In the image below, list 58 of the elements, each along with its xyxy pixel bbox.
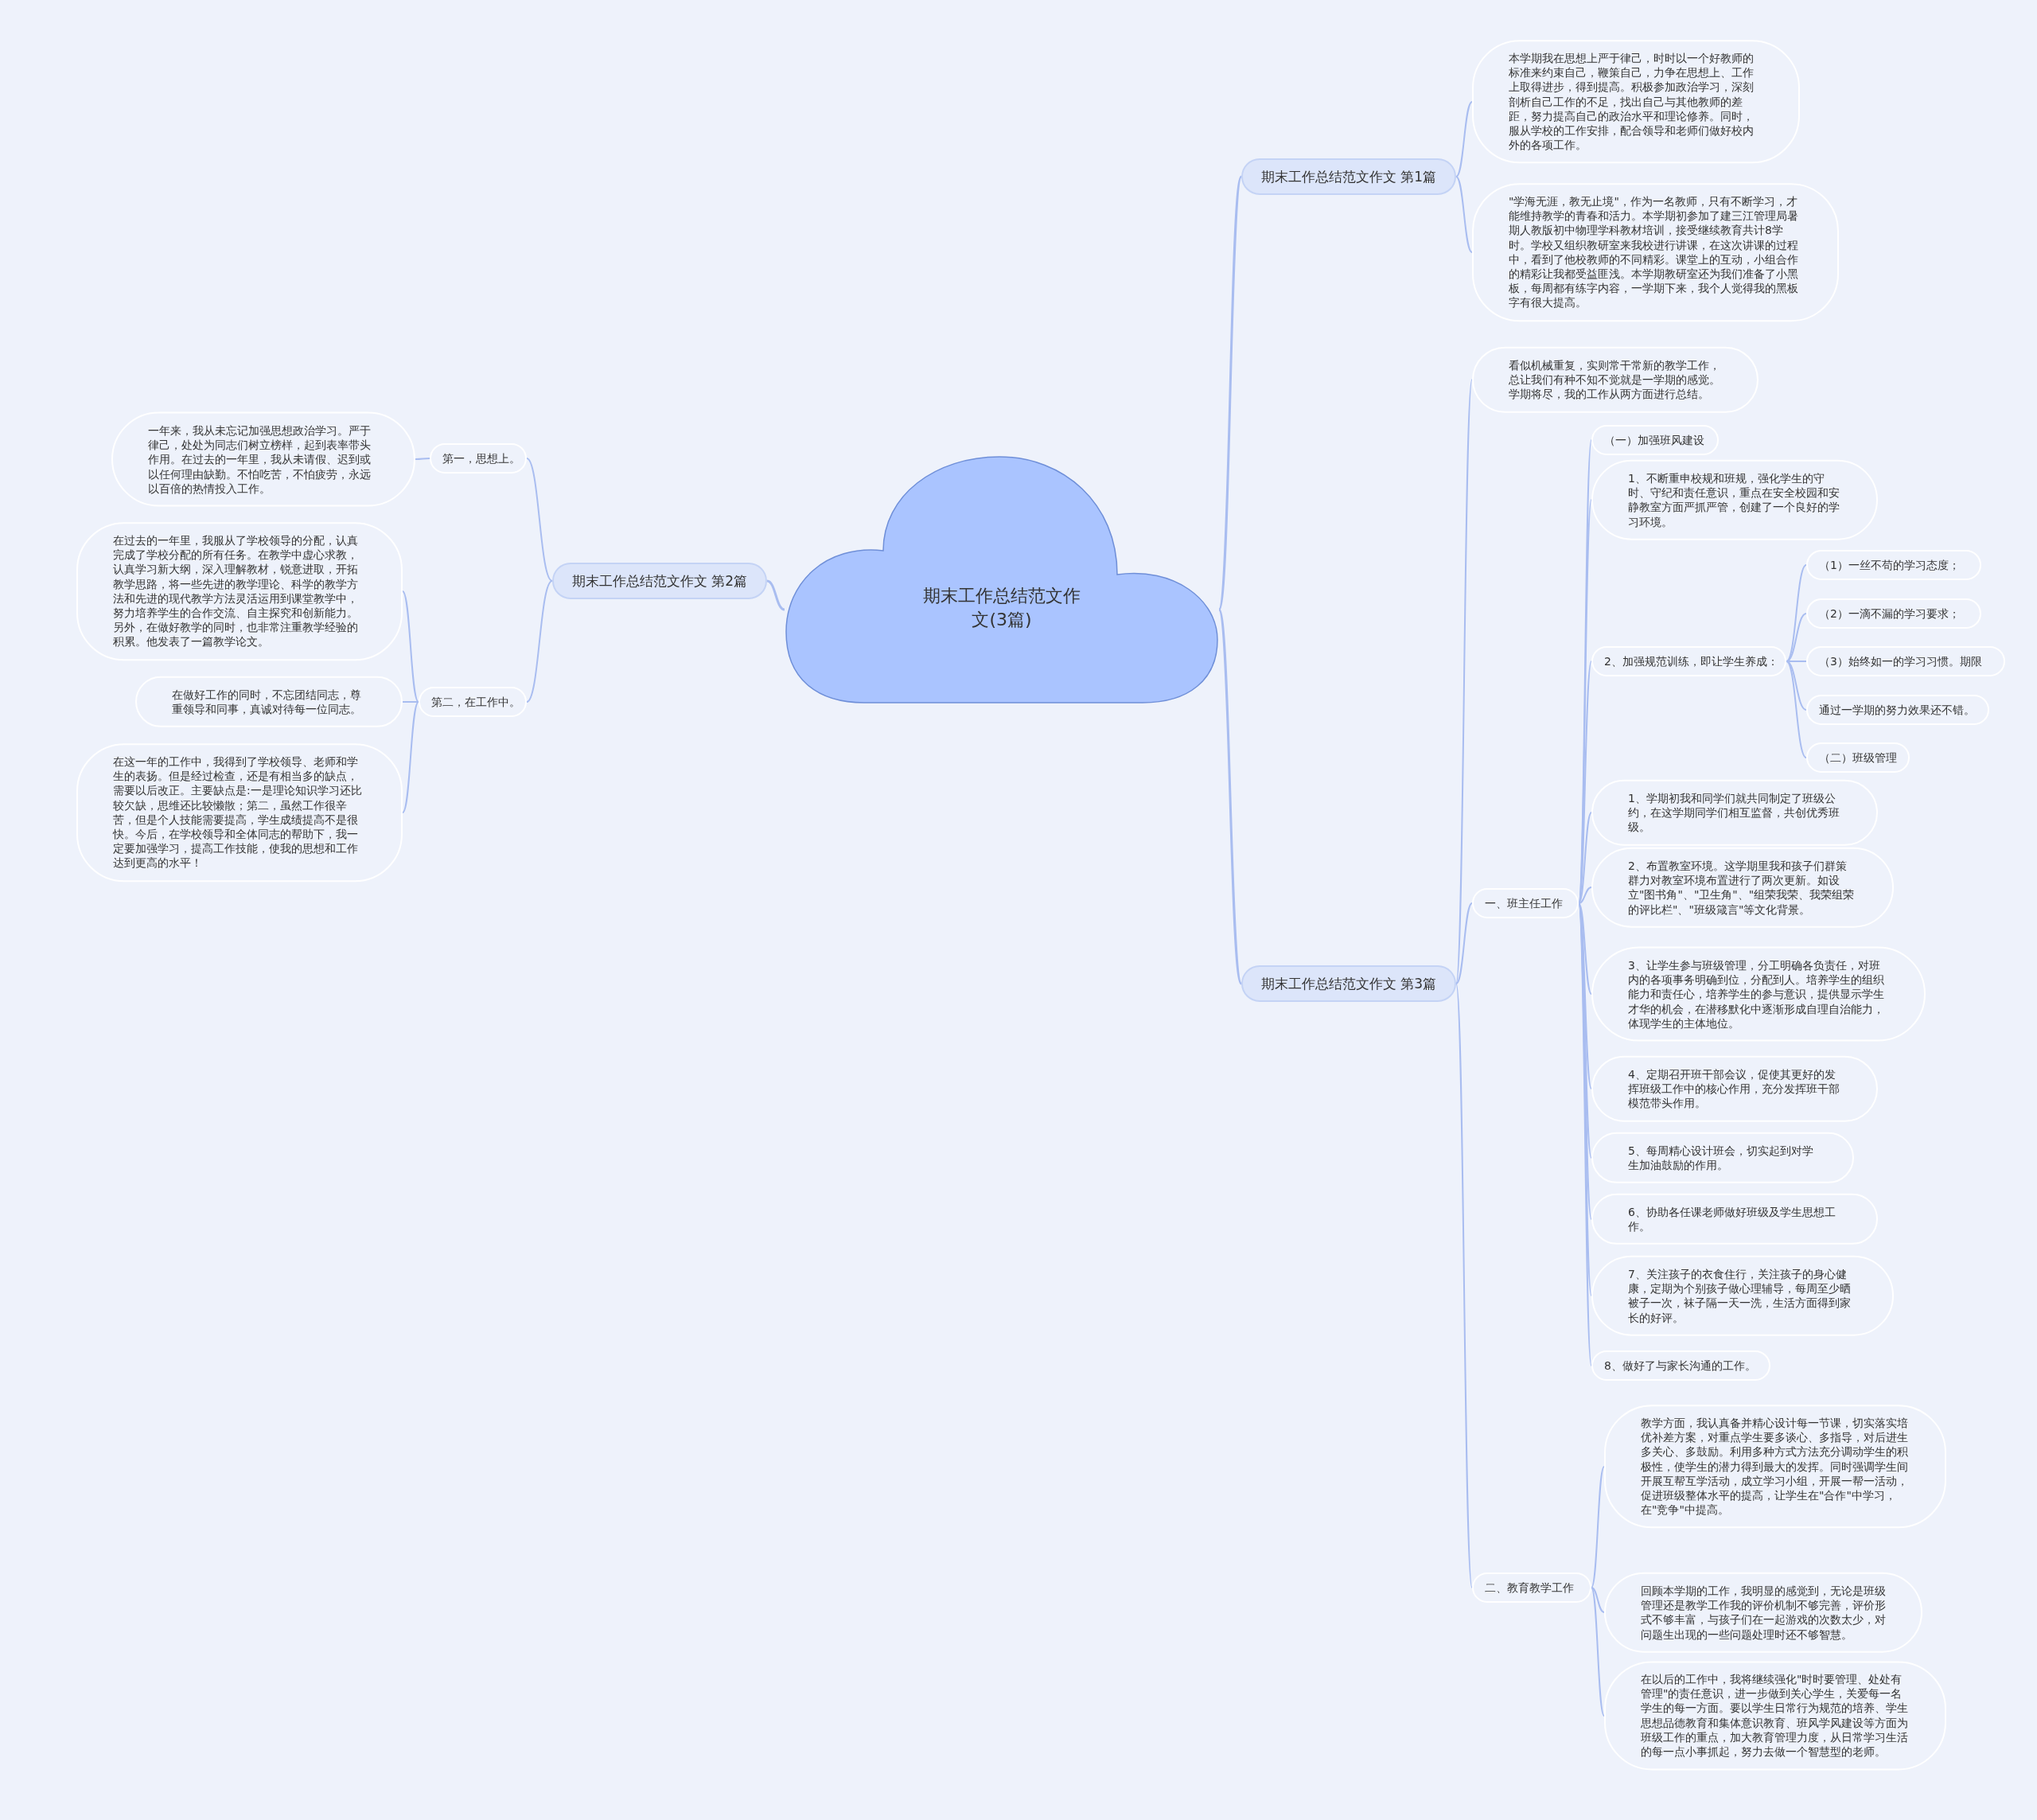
connector-line: [415, 458, 430, 460]
connector-line: [1591, 1466, 1605, 1588]
subtopic-label: 通过一学期的努力效果还不错。: [1806, 694, 1989, 726]
subtopic-label: （1）一丝不苟的学习态度；: [1806, 549, 1981, 581]
subtopic-label: （二）班级管理: [1806, 742, 1910, 774]
connector-line: [1786, 613, 1807, 662]
connector-line: [1786, 564, 1807, 662]
text-bubble: 1、不断重申校规和班规，强化学生的守时、守纪和责任意识，重点在安全校园和安静教室方面严抓严管，创建了一个良好的学习环境。: [1591, 459, 1878, 540]
branch-topic: 期末工作总结范文作文 第2篇: [552, 562, 767, 600]
central-topic-text: 期末工作总结范文作文(3篇): [922, 584, 1081, 631]
connector-line: [766, 579, 785, 611]
connector-line: [1786, 661, 1807, 758]
connector-line: [1455, 176, 1473, 253]
connector-line: [402, 701, 419, 813]
subtopic-label: 8、做好了与家长沟通的工作。: [1591, 1350, 1770, 1382]
text-bubble: 教学方面，我认真备并精心设计每一节课，切实落实培优补差方案，对重点学生要多谈心、多指导，对后进生多关心、多鼓励。利用多种方式方法充分调动学生的积极性，使学生的潜力得到最大的发挥。同时强调学生间开展互帮互学活动，成立学习小组，开展一帮一活动，促进班级整体水平的提高，让学生在"合作"中学习，在"竞争"中提高。: [1604, 1405, 1946, 1529]
text-bubble: 7、关注孩子的衣食住行，关注孩子的身心健康，定期为个别孩子做心理辅导，每周至少晒被子一次，袜子隔一天一洗，生活方面得到家长的好评。: [1591, 1255, 1894, 1336]
connector-line: [1578, 887, 1592, 904]
connector-line: [1455, 983, 1473, 1588]
text-bubble: 回顾本学期的工作，我明显的感觉到，无论是班级管理还是教学工作我的评价机制不够完善，评价形式不够丰富，与孩子们在一起游戏的次数太少，对问题生出现的一些问题处理时还不够智慧。: [1604, 1572, 1922, 1653]
subtopic-label: （3）始终如一的学习习惯。期限: [1806, 645, 2005, 677]
connector-line: [1217, 609, 1243, 984]
text-bubble: 看似机械重复，实则常干常新的教学工作，总让我们有种不知不觉就是一学期的感觉。学期将尽，我的工作从两方面进行总结。: [1472, 346, 1759, 413]
subtopic-label: 二、教育教学工作: [1472, 1572, 1591, 1604]
text-bubble: 1、学期初我和同学们就共同制定了班级公约，在这学期同学们相互监督，共创优秀班级。: [1591, 779, 1878, 846]
text-bubble: 在过去的一年里，我服从了学校领导的分配，认真完成了学校分配的所有任务。在教学中虚心求教，认真学习新大纲，深入理解教材，锐意进取，开拓教学思路，将一些先进的教学理论、科学的教学方法和先进的现代教学方法灵活运用到课堂教学中，努力培养学生的合作交流、自主探究和创新能力。另外，在做好教学的同时，也非常注重教学经验的积累。他发表了一篇教学论文。: [76, 522, 403, 661]
connector-line: [1591, 1587, 1605, 1717]
connector-line: [1455, 379, 1473, 984]
text-bubble: 4、定期召开班干部会议，促使其更好的发挥班级工作中的核心作用，充分发挥班干部模范带头作用。: [1591, 1055, 1878, 1122]
text-bubble: 2、布置教室环境。这学期里我和孩子们群策群力对教室环境布置进行了两次更新。如设立"图书角"、"卫生角"、"组荣我荣、我荣组荣的评比栏"、"班级箴言"等文化背景。: [1591, 847, 1894, 928]
connector-line: [1455, 902, 1473, 984]
connector-line: [402, 590, 419, 703]
subtopic-label: 一、班主任工作: [1472, 887, 1579, 919]
branch-topic: 期末工作总结范文作文 第1篇: [1241, 158, 1456, 196]
subtopic-label: （一）加强班风建设: [1591, 424, 1719, 456]
connector-line: [526, 580, 553, 703]
connector-line: [526, 458, 553, 582]
text-bubble: 在做好工作的同时，不忘团结同志，尊重领导和同事，真诚对待每一位同志。: [135, 676, 403, 728]
text-bubble: 5、每周精心设计班会，切实起到对学生加油鼓励的作用。: [1591, 1132, 1854, 1184]
text-bubble: 6、协助各任课老师做好班级及学生思想工作。: [1591, 1193, 1878, 1245]
branch-topic: 期末工作总结范文作文 第3篇: [1241, 965, 1456, 1003]
text-bubble: 在以后的工作中，我将继续强化"时时要管理、处处有管理"的责任意识，进一步做到关心学生，关爱每一名学生的每一方面。要以学生日常行为规范的培养、学生思想品德教育和集体意识教育、班风学风建设等方面为班级工作的重点，加大教育管理力度，从日常学习生活的每一点小事抓起，努力去做一个智慧型的老师。: [1604, 1661, 1946, 1771]
subtopic-label: 2、加强规范训练，即让学生养成：: [1591, 645, 1786, 677]
subtopic-label: 第二，在工作中。: [419, 686, 527, 718]
text-bubble: 一年来，我从未忘记加强思想政治学习。严于律己，处处为同志们树立榜样，起到表率带头作用。在过去的一年里，我从未请假、迟到或以任何理由缺勤。不怕吃苦，不怕疲劳，永远以百倍的热情投入工作。: [111, 411, 415, 507]
subtopic-label: （2）一滴不漏的学习要求；: [1806, 598, 1981, 629]
connector-line: [1217, 176, 1243, 610]
text-bubble: 本学期我在思想上严于律己，时时以一个好教师的标准来约束自己，鞭策自己，力争在思想上、工作上取得进步，得到提高。积极参加政治学习，深刻剖析自己工作的不足，找出自己与其他教师的差距，努力提高自己的政治水平和理论修养。同时，服从学校的工作安排，配合领导和老师们做好校内外的各项工作。: [1472, 40, 1800, 164]
connector-line: [1578, 812, 1592, 904]
connector-line: [1455, 101, 1473, 177]
subtopic-label: 第一，思想上。: [430, 442, 527, 474]
connector-line: [402, 701, 419, 703]
text-bubble: "学海无涯，教无止境"，作为一名教师，只有不断学习，才能维持教学的青春和活力。本学期初参加了建三江管理局暑期人教版初中物理学科教材培训，接受继续教育共计8学时。学校又组织教研室来我校进行讲课，在这次讲课的过程中，看到了他校教师的不同精彩。课堂上的互动，小组合作的精彩让我都受益匪浅。本学期教研室还为我们准备了小黑板，每周都有练字内容，一学期下来，我个人觉得我的黑板字有很大提高。: [1472, 183, 1839, 322]
connector-line: [1786, 661, 1807, 711]
connector-line: [1591, 1587, 1605, 1613]
text-bubble: 在这一年的工作中，我得到了学校领导、老师和学生的表扬。但是经过检查，还是有相当多的缺点，需要以后改正。主要缺点是:一是理论知识学习还比较欠缺，思维还比较懒散；第二，虽然工作很辛苦，但是个人技能需要提高，学生成绩提高不是很快。今后，在学校领导和全体同志的帮助下，我一定要加强学习，提高工作技能，使我的思想和工作达到更高的水平！: [76, 743, 403, 882]
text-bubble: 3、让学生参与班级管理，分工明确各负责任，对班内的各项事务明确到位，分配到人。培养学生的组织能力和责任心，培养学生的参与意识，提供显示学生才华的机会，在潜移默化中逐渐形成自理自治能力，体现学生的主体地位。: [1591, 946, 1926, 1042]
connector-line: [1578, 902, 1592, 995]
